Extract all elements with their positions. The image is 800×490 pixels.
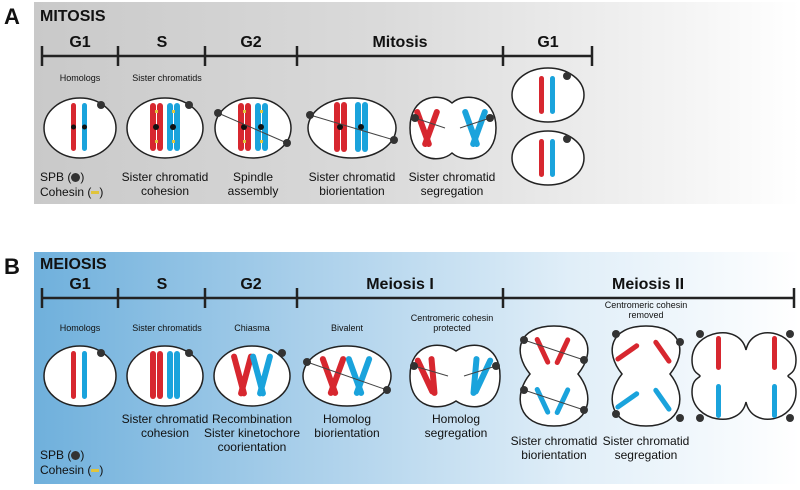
mitosis-cell-s bbox=[126, 97, 204, 159]
cohesin-icon bbox=[91, 191, 100, 195]
stage-mitosis: Mitosis bbox=[372, 34, 428, 51]
spb-icon bbox=[71, 451, 81, 461]
homologs-label-meiosis: Homologs bbox=[59, 323, 101, 333]
mitosis-title: MITOSIS bbox=[40, 8, 106, 25]
mitosis-timeline bbox=[40, 46, 594, 66]
centromeric-cohesin-removed-label: Centromeric cohesin removed bbox=[604, 300, 688, 320]
spb-icons bbox=[97, 72, 571, 147]
meiosis-cell-g1 bbox=[43, 345, 117, 407]
stage-g2-mitosis: G2 bbox=[240, 34, 262, 51]
stage-s-meiosis: S bbox=[156, 276, 168, 293]
bivalent-label: Bivalent bbox=[330, 323, 364, 333]
chiasma-label: Chiasma bbox=[234, 323, 270, 333]
meiosis-chromosomes bbox=[71, 336, 777, 418]
stage-g1-meiosis: G1 bbox=[69, 276, 91, 293]
meiosis-cell-s bbox=[126, 345, 204, 407]
spb-icon bbox=[71, 173, 81, 183]
caption-recombination: Recombination Sister kinetochore coorien… bbox=[203, 412, 301, 454]
mitosis-cohesin-marks bbox=[155, 110, 263, 143]
caption-biorientation-mitosis: Sister chromatid biorientation bbox=[308, 170, 396, 198]
caption-segregation-meiosis: Sister chromatid segregation bbox=[602, 434, 690, 462]
meiosis-timeline bbox=[40, 288, 796, 308]
stage-g1-mitosis: G1 bbox=[69, 34, 91, 51]
mitosis-chromosomes bbox=[71, 76, 555, 177]
caption-homolog-biorientation: Homolog biorientation bbox=[314, 412, 380, 440]
caption-spindle-assembly: Spindle assembly bbox=[227, 170, 279, 198]
centromeric-cohesin-protected-label: Centromeric cohesin protected bbox=[410, 313, 494, 333]
caption-segregation-mitosis: Sister chromatid segregation bbox=[408, 170, 496, 198]
caption-biorientation-meiosis: Sister chromatid biorientation bbox=[510, 434, 598, 462]
legend-meiosis: SPB () Cohesin () bbox=[40, 448, 104, 477]
sister-chromatids-label-meiosis: Sister chromatids bbox=[132, 323, 202, 333]
mitosis-cell-g1 bbox=[43, 97, 117, 159]
cohesin-icon bbox=[91, 469, 100, 473]
panel-letter-a: A bbox=[4, 4, 20, 29]
mitosis-spindles bbox=[217, 112, 491, 144]
caption-homolog-segregation: Homolog segregation bbox=[424, 412, 488, 440]
panel-letter-b: B bbox=[4, 254, 20, 279]
stage-g2-meiosis: G2 bbox=[240, 276, 262, 293]
mitosis-cell-g1-daughters bbox=[511, 67, 585, 186]
stage-meiosis-i: Meiosis I bbox=[366, 276, 434, 293]
meiosis-ii-cell-c bbox=[691, 332, 797, 420]
stage-g1b-mitosis: G1 bbox=[537, 34, 559, 51]
homologs-label: Homologs bbox=[59, 73, 101, 83]
caption-cohesion-mitosis: Sister chromatid cohesion bbox=[121, 170, 209, 198]
sister-chromatids-label: Sister chromatids bbox=[132, 73, 202, 83]
meiosis-spindles bbox=[306, 339, 585, 411]
legend-mitosis: SPB () Cohesin () bbox=[40, 170, 104, 199]
meiosis-title: MEIOSIS bbox=[40, 256, 107, 273]
meiosis-ii-cell-a bbox=[519, 325, 589, 427]
caption-cohesion-meiosis: Sister chromatid cohesion bbox=[121, 412, 209, 440]
stage-meiosis-ii: Meiosis II bbox=[611, 276, 685, 293]
stage-s-mitosis: S bbox=[156, 34, 168, 51]
meiosis-spb-icons bbox=[97, 330, 794, 422]
